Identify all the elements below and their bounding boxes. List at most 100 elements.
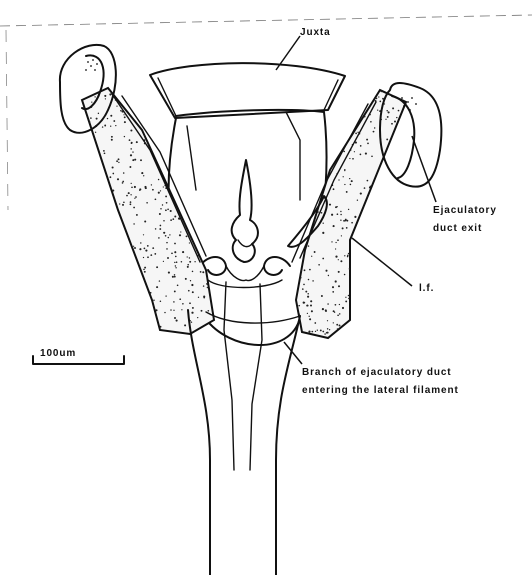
stipple-dot [327, 328, 328, 329]
stipple-dot [313, 200, 315, 202]
stipple-dot [384, 332, 385, 333]
stipple-dot [337, 213, 339, 215]
stipple-dot [122, 271, 123, 272]
stipple-dot [143, 269, 145, 271]
stipple-dot [392, 332, 394, 334]
stipple-dot [313, 152, 315, 154]
stipple-dot [328, 147, 330, 149]
stipple-dot [374, 91, 376, 93]
stipple-dot [186, 197, 188, 199]
stipple-dot [367, 302, 369, 304]
stipple-dot [371, 156, 373, 158]
label-juxta: Juxta [300, 27, 331, 38]
stipple-dot [130, 154, 132, 156]
stipple-dot [366, 99, 368, 101]
label-ejaculatory-line1: Ejaculatory [433, 205, 497, 216]
stipple-dot [83, 176, 85, 178]
stipple-dot [83, 226, 85, 228]
stipple-dot [181, 261, 183, 263]
stipple-dot [340, 214, 342, 216]
stipple-dot [345, 297, 346, 298]
stipple-dot [210, 243, 211, 244]
stipple-dot [211, 134, 213, 136]
stipple-dot [103, 276, 104, 277]
stipple-dot [180, 92, 182, 94]
stipple-dot [336, 324, 338, 326]
stipple-dot [298, 134, 299, 135]
stipple-dot [94, 96, 95, 97]
stipple-dot [300, 277, 301, 278]
stipple-dot [119, 326, 121, 328]
stipple-dot [109, 93, 111, 95]
stipple-dot [309, 269, 311, 271]
stipple-dot [335, 104, 337, 106]
stipple-dot [197, 317, 198, 318]
stipple-dot [331, 154, 333, 156]
stipple-dot [186, 178, 187, 179]
stipple-dot [204, 150, 206, 152]
stipple-dot [99, 228, 101, 230]
stipple-dot [119, 322, 121, 324]
stipple-dot [171, 169, 172, 170]
stipple-dot [157, 156, 159, 158]
stipple-dot [109, 245, 111, 247]
stipple-dot [365, 292, 366, 293]
stipple-dot [187, 188, 189, 190]
stipple-dot [333, 322, 334, 323]
stipple-dot [335, 248, 336, 249]
stipple-dot [134, 247, 136, 249]
stipple-dot [159, 228, 161, 230]
stipple-dot [95, 316, 96, 317]
stipple-dot [91, 188, 92, 189]
stipple-dot [118, 297, 119, 298]
stipple-dot [91, 319, 92, 320]
stipple-dot [378, 279, 379, 280]
stipple-dot [384, 219, 386, 221]
stipple-dot [344, 184, 345, 185]
stipple-dot [91, 218, 92, 219]
stipple-dot [180, 93, 182, 95]
stipple-dot [196, 138, 197, 139]
stipple-dot [399, 236, 401, 238]
stipple-dot [184, 324, 186, 326]
stipple-dot [311, 256, 312, 257]
stipple-dot [126, 296, 127, 297]
stipple-dot [336, 135, 337, 136]
stipple-dot [142, 95, 144, 97]
stipple-dot [178, 108, 180, 110]
stipple-dot [214, 309, 216, 311]
stipple-dot [338, 179, 339, 180]
stipple-dot [375, 304, 377, 306]
stipple-dot [126, 89, 128, 91]
stipple-dot [187, 266, 189, 268]
stipple-dot [99, 228, 101, 230]
stipple-dot [122, 182, 124, 184]
stipple-dot [134, 186, 136, 188]
stipple-dot [130, 201, 132, 203]
stipple-dot [349, 158, 350, 159]
stipple-dot [98, 254, 99, 255]
stipple-dot [330, 147, 332, 149]
stipple-dot [405, 212, 407, 214]
stipple-dot [158, 192, 160, 194]
stipple-dot [96, 251, 98, 253]
stipple-dot [191, 195, 192, 196]
stipple-dot [133, 246, 134, 247]
stipple-dot [213, 248, 215, 250]
stipple-dot [170, 309, 172, 311]
stipple-dot [110, 207, 111, 208]
stipple-dot [87, 247, 89, 249]
stipple-dot [402, 295, 404, 297]
stipple-dot [114, 319, 116, 321]
stipple-dot [354, 151, 355, 152]
stipple-dot [360, 193, 362, 195]
stipple-dot [168, 272, 170, 274]
stipple-dot [307, 305, 309, 307]
stipple-dot [155, 108, 157, 110]
stipple-dot [172, 155, 173, 156]
stipple-dot [207, 127, 208, 128]
stipple-dot [389, 272, 390, 273]
stipple-dot [359, 263, 361, 265]
stipple-dot [393, 250, 395, 252]
stipple-dot [188, 166, 190, 168]
